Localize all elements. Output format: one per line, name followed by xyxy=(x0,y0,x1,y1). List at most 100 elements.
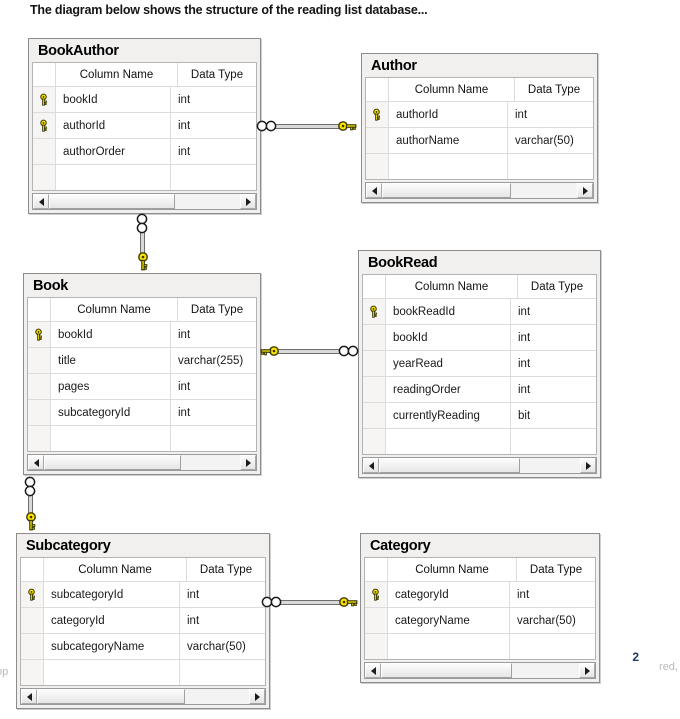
primary-key-icon xyxy=(35,328,42,341)
column-name-cell: authorName xyxy=(389,128,508,154)
scroll-left-button[interactable] xyxy=(365,663,381,679)
key-column-header xyxy=(21,558,44,582)
column-name-cell: pages xyxy=(51,374,171,400)
table-row-empty[interactable] xyxy=(366,154,593,181)
column-name-header: Column Name xyxy=(389,78,515,102)
key-cell xyxy=(21,582,44,608)
horizontal-scrollbar-category[interactable] xyxy=(364,662,596,680)
page-number: 2 xyxy=(632,650,639,664)
data-type-cell: int xyxy=(187,614,200,627)
primary-key-icon xyxy=(372,588,379,601)
arrow-left-icon xyxy=(33,458,39,467)
relationship-line xyxy=(278,600,343,605)
column-name-cell: bookId xyxy=(386,325,511,351)
column-name-cell: authorId xyxy=(389,102,508,128)
scrollbar-thumb[interactable] xyxy=(44,455,182,471)
table-title-subcategory: Subcategory xyxy=(26,538,111,554)
scroll-right-button[interactable] xyxy=(579,663,595,679)
primary-key-icon xyxy=(370,305,377,318)
horizontal-scrollbar-book[interactable] xyxy=(27,454,257,472)
scrollbar-thumb[interactable] xyxy=(37,689,186,705)
scroll-left-button[interactable] xyxy=(366,183,382,199)
scroll-left-button[interactable] xyxy=(363,458,379,474)
table-row-empty[interactable] xyxy=(365,634,595,661)
key-cell xyxy=(365,582,388,608)
column-name-cell: currentlyReading xyxy=(386,403,511,429)
many-infinity-icon xyxy=(261,596,282,608)
key-cell xyxy=(365,608,388,634)
scroll-left-button[interactable] xyxy=(28,455,44,471)
data-type-header: Data Type xyxy=(530,280,584,293)
column-name-cell: categoryId xyxy=(44,608,180,634)
relationship-key-icon xyxy=(26,512,36,531)
horizontal-scrollbar-bookread[interactable] xyxy=(362,457,597,475)
scrollbar-track[interactable] xyxy=(381,663,579,679)
relationship-end-key xyxy=(259,344,279,363)
page-title: The diagram below shows the structure of… xyxy=(30,3,428,17)
column-name-cell: bookReadId xyxy=(386,299,511,325)
arrow-left-icon xyxy=(368,461,374,470)
scroll-right-button[interactable] xyxy=(240,455,256,471)
scroll-right-button[interactable] xyxy=(577,183,593,199)
table-row[interactable]: categoryId int xyxy=(21,608,265,635)
horizontal-scrollbar-subcategory[interactable] xyxy=(20,688,266,706)
key-cell xyxy=(28,348,51,374)
scrollbar-track[interactable] xyxy=(44,455,240,471)
scroll-left-button[interactable] xyxy=(21,689,37,705)
scrollbar-thumb[interactable] xyxy=(379,458,520,474)
scroll-right-button[interactable] xyxy=(249,689,265,705)
relationship-line xyxy=(140,231,145,254)
key-column-header xyxy=(365,558,388,582)
table-row-empty[interactable] xyxy=(33,165,256,192)
table-row-empty[interactable] xyxy=(28,426,256,453)
scrollbar-thumb[interactable] xyxy=(49,194,176,210)
scroll-right-button[interactable] xyxy=(240,194,256,210)
scrollbar-thumb[interactable] xyxy=(381,663,512,679)
data-type-cell: varchar(255) xyxy=(178,354,244,367)
column-name-cell xyxy=(56,165,171,191)
horizontal-scrollbar-author[interactable] xyxy=(365,182,594,200)
scrollbar-track[interactable] xyxy=(37,689,249,705)
table-row-empty[interactable] xyxy=(363,429,596,456)
key-cell xyxy=(28,374,51,400)
scrollbar-thumb[interactable] xyxy=(382,183,511,199)
scroll-left-button[interactable] xyxy=(33,194,49,210)
horizontal-scrollbar-bookauthor[interactable] xyxy=(32,193,257,211)
relationship-line xyxy=(273,124,342,129)
scrollbar-track[interactable] xyxy=(382,183,577,199)
table-row-empty[interactable] xyxy=(21,660,265,687)
scrollbar-track[interactable] xyxy=(379,458,580,474)
scrollbar-track[interactable] xyxy=(49,194,240,210)
scroll-right-button[interactable] xyxy=(580,458,596,474)
data-type-cell: int xyxy=(178,328,191,341)
data-type-header: Data Type xyxy=(199,563,253,576)
